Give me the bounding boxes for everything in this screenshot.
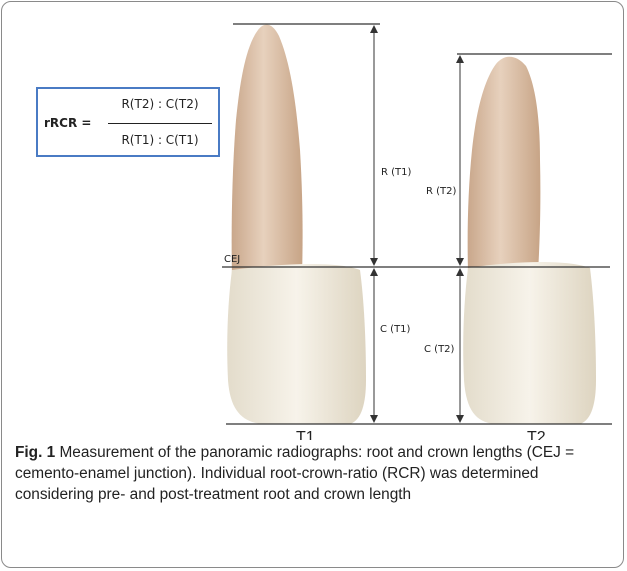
rrcr-formula-box: rRCR = R(T2) : C(T2) R(T1) : C(T1) [36,87,220,157]
tooth-t2-root [468,57,541,272]
formula-denominator: R(T1) : C(T1) [108,133,212,147]
figure-number: Fig. 1 [15,444,55,461]
formula-numerator: R(T2) : C(T2) [108,97,212,111]
crown-t1-label: C (T1) [380,324,411,335]
tooth-t1-crown [227,264,366,424]
tooth-t2 [463,57,596,424]
tooth1-label: T1 [296,429,315,440]
formula-label: rRCR = [44,116,91,130]
root-t1-label: R (T1) [381,167,411,178]
tooth-measurement-diagram: CEJ R (T1) C (T1) R (T2) C (T2) T1 T2 [0,0,627,440]
tooth-t1 [227,25,366,424]
tooth-t2-crown [463,262,596,424]
cej-label: CEJ [224,254,240,265]
tooth2-label: T2 [527,429,546,440]
crown-t2-label: C (T2) [424,344,455,355]
fraction-line [108,123,212,124]
caption-text: Measurement of the panoramic radiographs… [15,444,574,503]
tooth-t1-root [232,25,303,276]
root-t2-label: R (T2) [426,186,456,197]
figure-caption: Fig. 1 Measurement of the panoramic radi… [15,442,615,505]
